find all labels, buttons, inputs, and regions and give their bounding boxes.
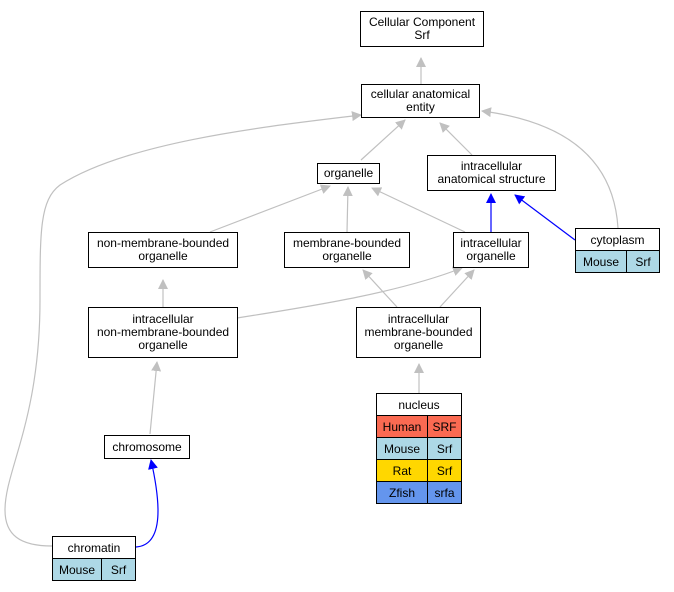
gene-row: Human SRF: [377, 416, 461, 438]
edge-chromatin-to-cae: [4, 111, 362, 547]
species-cell: Human: [377, 416, 428, 437]
node-label-line: Cellular Component: [368, 15, 476, 29]
node-label-line: organelle: [138, 249, 188, 263]
edge-imbo-to-mbo: [362, 269, 398, 308]
edge-nmbo-to-organelle: [209, 184, 331, 233]
node-label-line: non-membrane-bounded: [96, 236, 230, 250]
node-chromosome[interactable]: chromosome: [104, 435, 190, 459]
node-title: nucleus: [377, 394, 461, 416]
gene-row: Mouse Srf: [576, 251, 659, 272]
gene-row: Mouse Srf: [53, 559, 135, 580]
node-nucleus[interactable]: nucleus Human SRF Mouse Srf Rat Srf Zfis…: [376, 393, 462, 504]
edge-organelle-to-cae: [360, 119, 406, 161]
gene-row: Rat Srf: [377, 460, 461, 482]
gene-cell: Srf: [635, 254, 651, 269]
gene-row: Zfish srfa: [377, 482, 461, 503]
node-label-line: organelle: [393, 338, 444, 352]
node-title: chromatin: [53, 537, 135, 559]
node-label-line: intracellular: [387, 312, 450, 326]
node-label-line: entity: [406, 100, 435, 114]
edge-chromosome-to-inmbo: [149, 361, 162, 435]
species-cell: Zfish: [377, 482, 428, 503]
node-cellular-anatomical-entity[interactable]: cellular anatomical entity: [361, 84, 480, 118]
gene-cell: Srf: [110, 562, 127, 577]
species-cell: Mouse: [53, 559, 102, 580]
node-title: cytoplasm: [576, 229, 659, 251]
node-label-line: non-membrane-bounded: [96, 325, 230, 339]
node-label-line: chromosome: [112, 439, 182, 454]
node-label-line: intracellular: [460, 236, 522, 250]
node-intracellular-membrane-bounded-organelle[interactable]: intracellular membrane-bounded organelle: [356, 307, 481, 358]
node-label-line: organelle: [466, 249, 516, 263]
node-label-line: organelle: [322, 249, 372, 263]
edge-ias-to-cae: [439, 122, 473, 156]
node-cytoplasm[interactable]: cytoplasm Mouse Srf: [575, 228, 660, 273]
species-cell: Rat: [377, 460, 428, 481]
node-organelle[interactable]: organelle: [317, 163, 380, 184]
node-membrane-bounded-organelle[interactable]: membrane-bounded organelle: [284, 232, 410, 268]
gene-cell: Srf: [436, 441, 453, 456]
node-label-line: intracellular: [460, 159, 523, 173]
node-label-line: organelle: [138, 338, 188, 352]
edge-chromatin-to-chromosome: [135, 459, 159, 548]
edge-cytoplasm-to-ias: [514, 194, 576, 241]
edge-io-to-organelle: [371, 187, 466, 233]
edge-mbo-to-organelle: [342, 186, 353, 233]
edge-inmbo-to-io: [236, 266, 463, 319]
node-non-membrane-bounded-organelle[interactable]: non-membrane-bounded organelle: [88, 232, 238, 268]
node-label-line: organelle: [323, 166, 374, 180]
node-chromatin[interactable]: chromatin Mouse Srf: [52, 536, 136, 581]
species-cell: Mouse: [576, 251, 627, 272]
gene-cell: srfa: [434, 485, 455, 500]
node-label-line: cellular anatomical: [370, 87, 471, 101]
gene-row: Mouse Srf: [377, 438, 461, 460]
node-label-line: membrane-bounded: [364, 325, 473, 339]
gene-cell: SRF: [432, 419, 457, 434]
node-intracellular-anatomical-structure[interactable]: intracellular anatomical structure: [427, 155, 556, 191]
node-intracellular-non-membrane-bounded-organelle[interactable]: intracellular non-membrane-bounded organ…: [88, 307, 238, 358]
node-cellular-component[interactable]: Cellular Component Srf: [360, 11, 484, 47]
edges-gray: [4, 57, 619, 547]
edge-imbo-to-io: [439, 269, 475, 308]
edge-cytoplasm-to-cae: [481, 107, 619, 229]
node-label-line: membrane-bounded: [292, 236, 402, 250]
node-label-line: Srf: [414, 28, 430, 42]
node-label-line: intracellular: [132, 312, 194, 326]
edges-blue: [135, 193, 576, 548]
node-intracellular-organelle[interactable]: intracellular organelle: [453, 232, 529, 268]
node-label-line: anatomical structure: [437, 172, 546, 186]
gene-cell: Srf: [436, 463, 453, 478]
species-cell: Mouse: [377, 438, 428, 459]
